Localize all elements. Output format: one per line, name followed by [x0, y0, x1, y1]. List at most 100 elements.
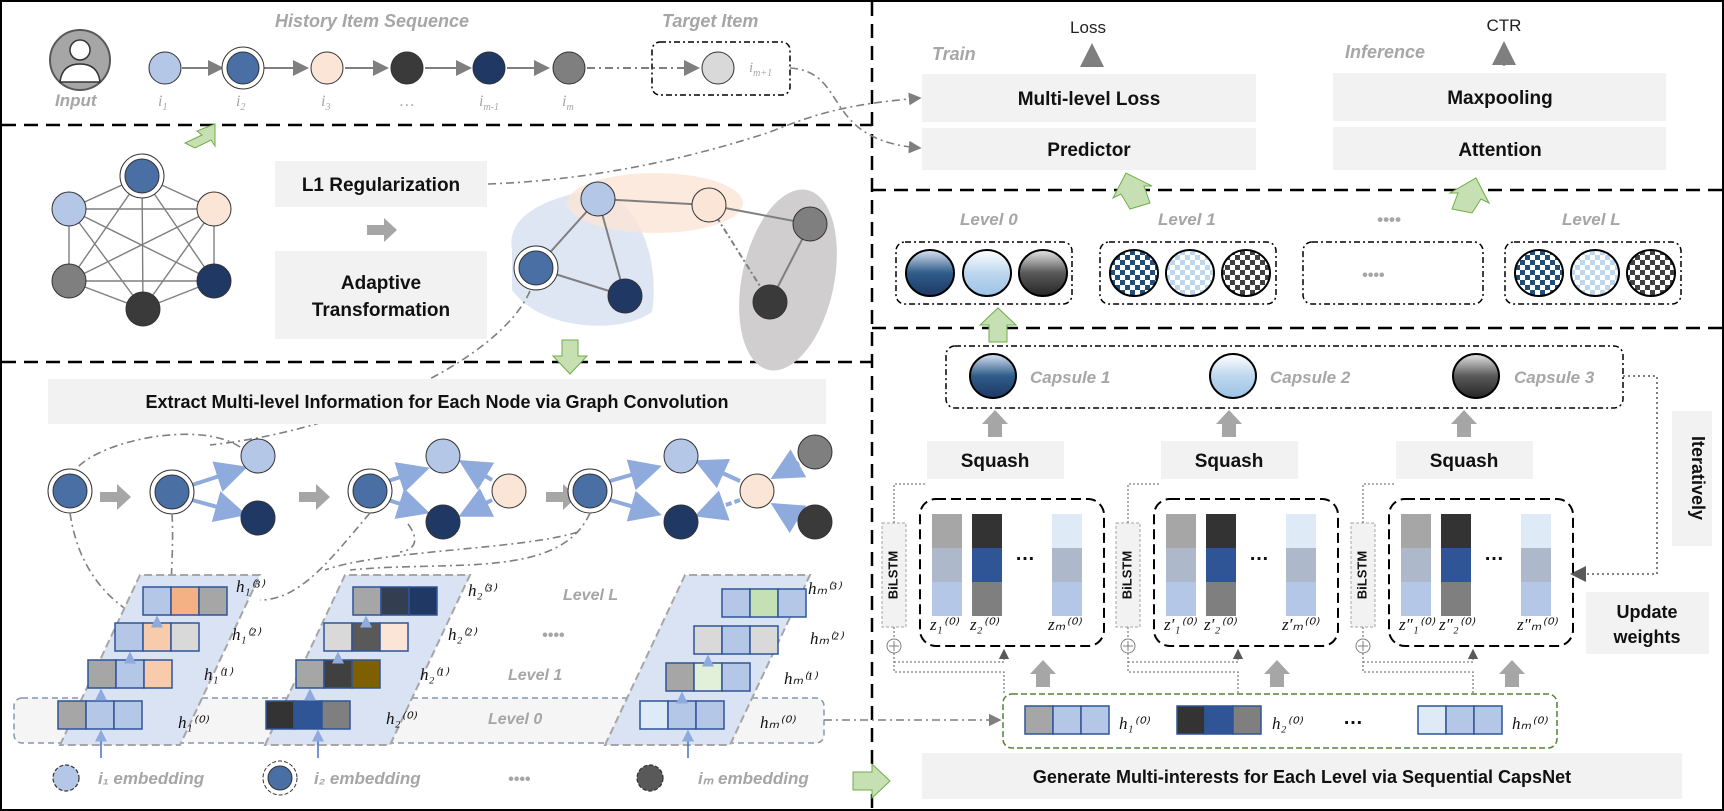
- z-bar-segment: [1206, 582, 1236, 616]
- levels-dots: ••••: [1377, 210, 1401, 229]
- cluster-node-1: [580, 181, 616, 217]
- label-h2-2: h₂⁽²⁾: [448, 625, 478, 644]
- gcn-step3-node: [352, 473, 388, 509]
- train-title: Train: [932, 44, 976, 64]
- green-arrow-up: [978, 307, 1018, 343]
- levell-box: [1504, 241, 1682, 305]
- target-node: [701, 51, 735, 85]
- graph-step-arrow: [367, 218, 397, 242]
- z-bar-segment: [1521, 514, 1551, 548]
- input-label: Input: [55, 91, 98, 110]
- embedding-dots: ••••: [508, 771, 531, 788]
- predictor-box: [922, 128, 1256, 170]
- gcn-panel: Extract Multi-level Information for Each…: [13, 379, 1002, 800]
- label-hm-2: hₘ⁽²⁾: [810, 629, 844, 648]
- bottom-hm: hₘ⁽⁰⁾: [1512, 714, 1548, 733]
- gcn-step2-node: [154, 474, 190, 510]
- bilstm-connector: [894, 648, 1010, 663]
- z-bar-segment: [932, 582, 962, 616]
- label-hm-3: hₘ⁽³⁾: [808, 579, 842, 598]
- z-bar-segment: [1441, 582, 1471, 616]
- cluster-gray: [739, 189, 837, 371]
- levels-level-1: Level 1: [1158, 210, 1216, 229]
- embed-node-2: [267, 765, 293, 791]
- z-bar-segment: [1166, 548, 1196, 582]
- z-bar-segment: [1286, 582, 1316, 616]
- gcn-level-1: Level 1: [508, 667, 562, 684]
- graph-panel: L1 Regularization Adaptive Transformatio…: [51, 92, 922, 446]
- label-h2-1: h₂⁽¹⁾: [420, 665, 450, 684]
- gcn-step4-node: [572, 473, 608, 509]
- z-bar-segment: [932, 514, 962, 548]
- z-ellipsis: …: [1015, 543, 1035, 565]
- capsnet-panel: Capsule 1 Capsule 2 Capsule 3 Iterativel…: [881, 345, 1712, 799]
- up-arrow: [1264, 660, 1290, 687]
- maxpooling-label: Maxpooling: [1447, 88, 1553, 109]
- capsule-1-label: Capsule 1: [1030, 368, 1110, 387]
- graph-node-2: [124, 158, 160, 194]
- bilstm-label: BiLSTM: [1354, 551, 1369, 599]
- label-h1-1: h₁⁽¹⁾: [204, 665, 234, 684]
- item-label-0: i1: [158, 93, 167, 113]
- capsnet-title: Generate Multi-interests for Each Level …: [1033, 767, 1571, 787]
- label-hm-1: hₘ⁽¹⁾: [784, 669, 818, 688]
- sequence-panel: Input History Item Sequence Target Item …: [49, 11, 922, 154]
- item-node-m: [552, 51, 586, 85]
- label-h2-0: h₂⁽⁰⁾: [386, 709, 417, 728]
- z-bar-segment: [1206, 514, 1236, 548]
- item-label-main: …: [400, 93, 414, 110]
- bilstm-connector: [1363, 648, 1479, 663]
- up-arrow: [1499, 660, 1525, 687]
- z-label: z′₁⁽⁰⁾: [1163, 615, 1197, 634]
- predictor-label: Predictor: [1047, 140, 1131, 161]
- bilstm-label: BiLSTM: [885, 551, 900, 599]
- green-arrow-attention: [1448, 177, 1491, 214]
- z-bar-segment: [1441, 548, 1471, 582]
- label-h1-0: h₁⁽⁰⁾: [178, 713, 209, 732]
- cluster-node-m: [792, 206, 828, 242]
- bilstm-connector: [1128, 648, 1244, 663]
- up-arrow: [1030, 660, 1056, 687]
- item-node-m-1: [472, 51, 506, 85]
- z-bar-segment: [972, 548, 1002, 582]
- z-label: z″₁⁽⁰⁾: [1398, 615, 1436, 634]
- item-label-main: i: [479, 93, 483, 110]
- squash-label: Squash: [1195, 451, 1264, 472]
- cluster-node-3: [691, 187, 727, 223]
- graph-node-m: [51, 263, 87, 299]
- level1-box: [1099, 241, 1277, 305]
- z-bar-segment: [1401, 582, 1431, 616]
- z-bar-segment: [932, 548, 962, 582]
- z-label: z₁⁽⁰⁾: [929, 615, 960, 634]
- z-bar-segment: [972, 582, 1002, 616]
- embedding-1-label: i₁ embedding: [98, 769, 205, 788]
- item-label-sub: m: [566, 102, 573, 113]
- z-bar-segment: [1286, 514, 1316, 548]
- update-label: Update: [1616, 602, 1677, 622]
- graph-node-dots: [125, 291, 161, 327]
- z-bar-segment: [1441, 514, 1471, 548]
- graph-node-1: [51, 191, 87, 227]
- adaptive-label-1: Adaptive: [341, 273, 421, 294]
- history-title: History Item Sequence: [275, 11, 469, 31]
- levels-level-0: Level 0: [960, 210, 1018, 229]
- bottom-h2: h₂⁽⁰⁾: [1272, 714, 1303, 733]
- z-label: zₘ⁽⁰⁾: [1047, 615, 1082, 634]
- z-ellipsis: …: [1249, 543, 1269, 565]
- z-group-box: [1153, 498, 1339, 647]
- embedding-2-label: i₂ embedding: [314, 769, 421, 788]
- level-box-dots: ••••: [1362, 267, 1385, 284]
- user-icon: [49, 29, 111, 91]
- z-bar-segment: [1401, 514, 1431, 548]
- cluster-node-dots: [752, 284, 788, 320]
- item-node-1: [148, 51, 182, 85]
- target-box: [651, 41, 791, 96]
- squash-box: [1161, 441, 1298, 479]
- graph-node-m-1: [196, 263, 232, 299]
- z-label: z₂⁽⁰⁾: [969, 615, 1000, 634]
- item-node-3: [310, 51, 344, 85]
